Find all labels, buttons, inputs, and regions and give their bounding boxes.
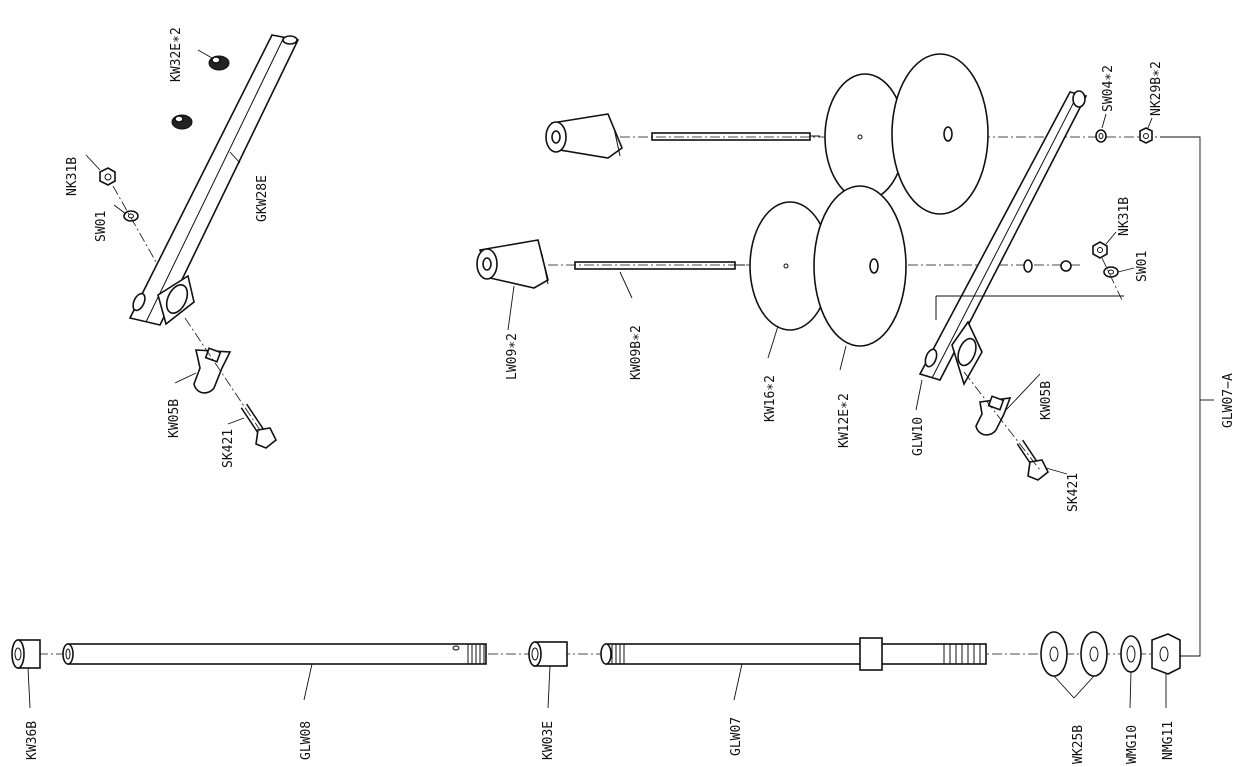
shaft-assembly: KW36B GLW08 KW03E GLW07 WK25B WMG10 NMG1… xyxy=(11,631,1181,764)
label-wmg10: WMG10 xyxy=(1125,725,1140,764)
lw09-holder-lower xyxy=(476,239,549,289)
sw01-washer-left xyxy=(123,210,139,222)
nk29b-nut xyxy=(1139,127,1153,144)
kw36b-cap xyxy=(11,639,41,669)
left-arm-assembly: KW32E∗2 NK31B SW01 GKW28E KW05B SK421 xyxy=(65,27,300,468)
label-gkw28e: GKW28E xyxy=(255,175,270,222)
kw05b-clamp-right xyxy=(975,395,1012,436)
label-nk29b: NK29B∗2 xyxy=(1149,61,1164,116)
right-arm-assembly: SW04∗2 NK29B∗2 NK31B SW01 LW09∗2 KW09B∗2… xyxy=(476,53,1180,512)
sk421-screw-right xyxy=(1016,439,1050,481)
label-kw12e: KW12E∗2 xyxy=(837,393,852,448)
sw04-washer xyxy=(1095,129,1107,143)
label-kw36b: KW36B xyxy=(25,721,40,760)
label-sk421-left: SK421 xyxy=(221,429,236,468)
label-wk25b: WK25B xyxy=(1071,725,1086,764)
label-kw05b-left: KW05B xyxy=(167,399,182,438)
nk31b-nut-left xyxy=(99,167,116,186)
sk421-screw-left xyxy=(240,403,278,449)
label-kw09b: KW09B∗2 xyxy=(629,325,644,380)
label-glw07a: GLW07−A xyxy=(1221,373,1236,428)
glw07-shaft xyxy=(600,637,987,671)
kw12e-disc-lower xyxy=(813,185,907,347)
glw07a-bracket: GLW07−A xyxy=(1160,136,1236,657)
kw03e-coupler xyxy=(528,641,568,667)
kw05b-clamp-left xyxy=(193,347,232,394)
kw09b-rod-lower xyxy=(574,261,745,270)
nmg11-nut xyxy=(1151,633,1181,675)
label-kw16: KW16∗2 xyxy=(763,375,778,422)
kw32e-knob xyxy=(171,55,230,130)
washer-lower-line xyxy=(1023,259,1072,273)
kw12e-disc-upper xyxy=(891,53,989,215)
label-kw32e: KW32E∗2 xyxy=(169,27,184,82)
lw09-holder-upper xyxy=(545,113,623,159)
label-sw01-right: SW01 xyxy=(1135,251,1150,282)
label-kw03e: KW03E xyxy=(541,721,556,760)
label-glw10: GLW10 xyxy=(911,417,926,456)
label-kw05b-right: KW05B xyxy=(1039,381,1054,420)
label-sk421-right: SK421 xyxy=(1066,473,1081,512)
label-sw04: SW04∗2 xyxy=(1101,65,1116,112)
nk31b-nut-right xyxy=(1092,241,1108,259)
wk25b-washers xyxy=(1040,631,1108,677)
wmg10-lockwasher xyxy=(1120,635,1142,673)
label-nk31b-left: NK31B xyxy=(65,157,80,196)
glw10-arm xyxy=(918,90,1088,387)
label-glw07: GLW07 xyxy=(729,717,744,756)
label-nmg11: NMG11 xyxy=(1161,721,1176,760)
label-glw08: GLW08 xyxy=(299,721,314,760)
sw01-washer-right xyxy=(1103,266,1119,278)
label-sw01-left: SW01 xyxy=(94,211,109,242)
kw09b-rod-upper xyxy=(651,132,820,141)
label-nk31b-right: NK31B xyxy=(1117,197,1132,236)
glw08-tube xyxy=(62,643,487,665)
label-lw09: LW09∗2 xyxy=(505,333,520,380)
gkw28e-arm xyxy=(128,34,300,326)
